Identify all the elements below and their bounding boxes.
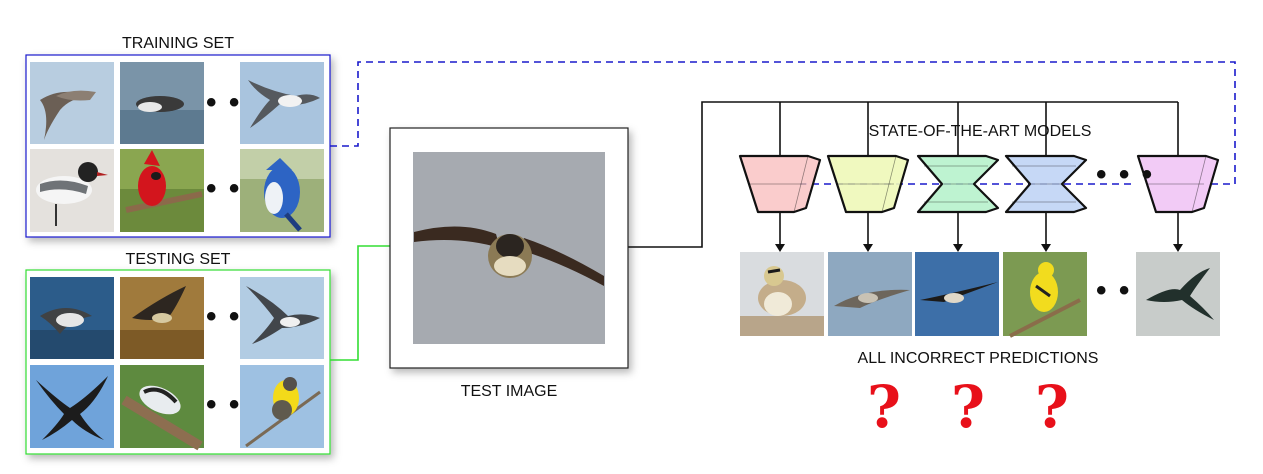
testing-image	[120, 365, 204, 451]
connectors	[330, 61, 1236, 361]
testing-image	[240, 277, 324, 359]
question-mark: ?	[951, 373, 985, 441]
training-image	[30, 62, 114, 144]
test-image-caption: TEST IMAGE	[461, 383, 558, 400]
prediction-image	[740, 252, 824, 336]
testing-to-test-image-link	[330, 245, 390, 361]
prediction-image	[915, 252, 999, 336]
testing-image	[30, 365, 114, 448]
prediction-image	[1003, 252, 1087, 338]
training-image	[120, 62, 204, 144]
training-image	[240, 149, 324, 232]
question-mark: ?	[1035, 373, 1069, 441]
training-images: • • • • • •	[30, 62, 324, 232]
training-image	[120, 149, 204, 232]
predictions-title: ALL INCORRECT PREDICTIONS	[858, 350, 1099, 367]
models-ellipsis: • • •	[1096, 158, 1154, 191]
model-funnel-shape	[738, 154, 822, 214]
prediction-images: • • •	[740, 252, 1220, 338]
question-mark: ?	[867, 373, 901, 441]
models-title: STATE-OF-THE-ART MODELS	[869, 123, 1092, 140]
training-set-title: TRAINING SET	[122, 35, 234, 52]
training-image	[240, 62, 324, 144]
model-input-lines	[779, 102, 1179, 156]
testing-image	[30, 277, 114, 359]
model-hourglass-shape	[1004, 154, 1088, 214]
prediction-image	[1136, 252, 1220, 336]
testing-set-title: TESTING SET	[126, 251, 231, 268]
test-image	[413, 152, 605, 344]
test-image-to-models-link	[628, 101, 1178, 248]
model-funnel-shape	[1136, 154, 1220, 214]
training-image	[30, 149, 114, 232]
model-hourglass-shape	[916, 154, 1000, 214]
testing-image	[240, 365, 324, 448]
prediction-image	[828, 252, 912, 336]
testing-image	[120, 277, 204, 359]
testing-images: • • • • • •	[30, 277, 324, 451]
model-funnel-shape	[826, 154, 910, 214]
prediction-arrows	[775, 212, 1183, 252]
model-shapes	[738, 154, 1220, 214]
